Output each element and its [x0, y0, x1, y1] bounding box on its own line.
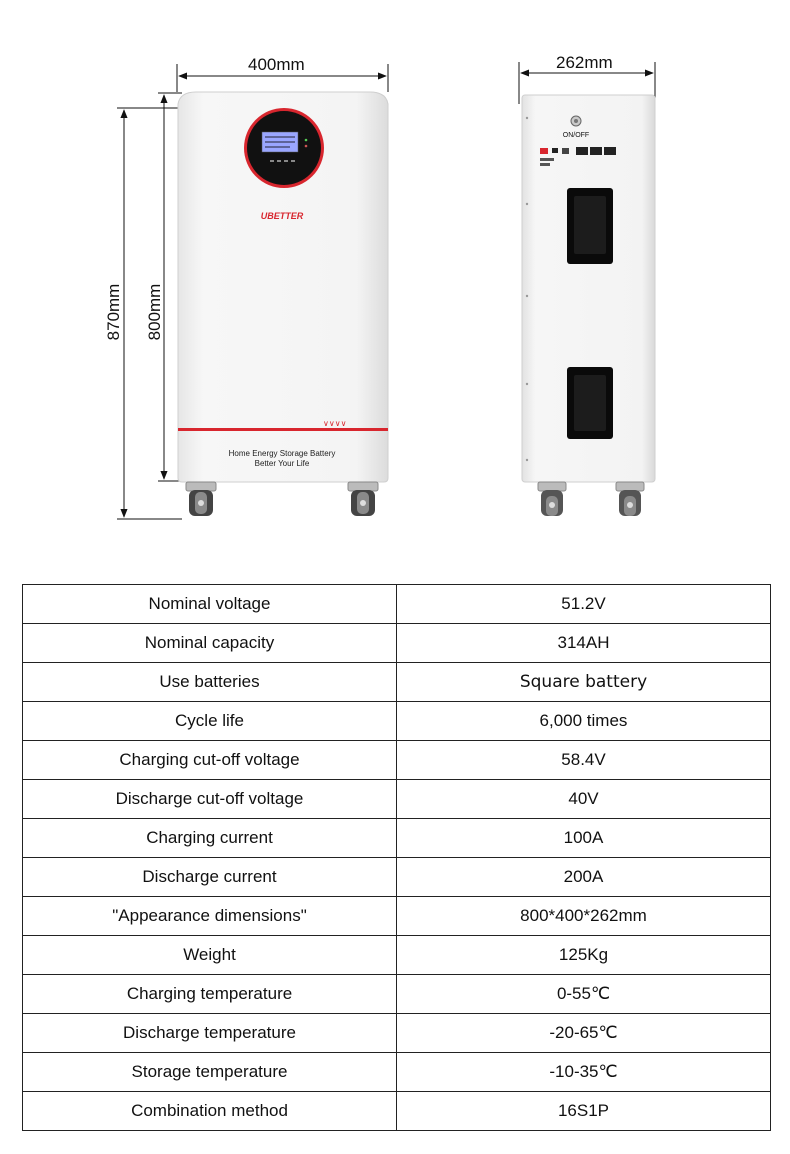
spec-value: 51.2V: [396, 584, 771, 624]
side-right-caster: [615, 481, 645, 516]
table-row: Nominal capacity 314AH: [22, 623, 771, 663]
spec-label: Nominal voltage: [22, 584, 397, 624]
table-row: Charging current 100A: [22, 818, 771, 858]
front-width-dimension: [176, 64, 389, 92]
spec-value: 100A: [396, 818, 771, 858]
table-row: Charging cut-off voltage 58.4V: [22, 740, 771, 780]
total-height-dimension: [117, 107, 182, 520]
spec-value: 200A: [396, 857, 771, 897]
spec-value: 125Kg: [396, 935, 771, 975]
battery-side-view: ON/OFF: [521, 94, 656, 516]
upper-handle[interactable]: [567, 188, 613, 264]
port-panel: [540, 147, 616, 166]
front-right-caster: [347, 481, 379, 516]
side-width-label: 262mm: [556, 53, 613, 72]
spec-label: Use batteries: [22, 662, 397, 702]
spec-label: Storage temperature: [22, 1052, 397, 1092]
tagline-secondary: Better Your Life: [255, 459, 310, 468]
spec-label: Charging cut-off voltage: [22, 740, 397, 780]
table-row: Cycle life 6,000 times: [22, 701, 771, 741]
spec-value: 0-55℃: [396, 974, 771, 1014]
svg-text:∨∨∨∨: ∨∨∨∨: [323, 419, 346, 428]
body-height-label: 800mm: [145, 283, 164, 341]
lower-handle[interactable]: [567, 367, 613, 439]
spec-table: Nominal voltage 51.2V Nominal capacity 3…: [22, 584, 771, 1131]
spec-label: Charging temperature: [22, 974, 397, 1014]
front-width-label: 400mm: [248, 55, 305, 74]
spec-label: Nominal capacity: [22, 623, 397, 663]
spec-value: 40V: [396, 779, 771, 819]
spec-value: 58.4V: [396, 740, 771, 780]
body-height-dimension: [158, 92, 182, 482]
table-row: Discharge current 200A: [22, 857, 771, 897]
spec-value: 800*400*262mm: [396, 896, 771, 936]
side-left-caster: [537, 481, 567, 516]
table-row: Storage temperature -10-35℃: [22, 1052, 771, 1092]
spec-label: "Appearance dimensions": [22, 896, 397, 936]
front-left-caster: [185, 481, 217, 516]
spec-label: Discharge current: [22, 857, 397, 897]
product-drawing: UBETTER ∨∨∨∨ Home Energy Storage Battery…: [117, 62, 656, 520]
spec-label: Discharge cut-off voltage: [22, 779, 397, 819]
spec-label: Charging current: [22, 818, 397, 858]
spec-value: 314AH: [396, 623, 771, 663]
table-row: Weight 125Kg: [22, 935, 771, 975]
table-row: Charging temperature 0-55℃: [22, 974, 771, 1014]
switch-label: ON/OFF: [563, 132, 589, 139]
spec-label: Discharge temperature: [22, 1013, 397, 1053]
spec-label: Cycle life: [22, 701, 397, 741]
red-stripe: [178, 428, 388, 431]
total-height-label: 870mm: [104, 283, 123, 341]
table-row: Nominal voltage 51.2V: [22, 584, 771, 624]
table-row: "Appearance dimensions" 800*400*262mm: [22, 896, 771, 936]
spec-label: Weight: [22, 935, 397, 975]
spec-value: Square battery: [396, 662, 771, 702]
spec-value: 16S1P: [396, 1091, 771, 1131]
brand-logo: UBETTER: [261, 211, 304, 221]
table-row: Discharge temperature -20-65℃: [22, 1013, 771, 1053]
table-row: Use batteries Square battery: [22, 662, 771, 702]
spec-value: -10-35℃: [396, 1052, 771, 1092]
spec-value: 6,000 times: [396, 701, 771, 741]
spec-value: -20-65℃: [396, 1013, 771, 1053]
display-buttons[interactable]: [270, 160, 295, 162]
table-row: Discharge cut-off voltage 40V: [22, 779, 771, 819]
table-row: Combination method 16S1P: [22, 1091, 771, 1131]
tagline-primary: Home Energy Storage Battery: [229, 449, 336, 458]
spec-label: Combination method: [22, 1091, 397, 1131]
battery-front-view: UBETTER ∨∨∨∨ Home Energy Storage Battery…: [177, 91, 389, 516]
